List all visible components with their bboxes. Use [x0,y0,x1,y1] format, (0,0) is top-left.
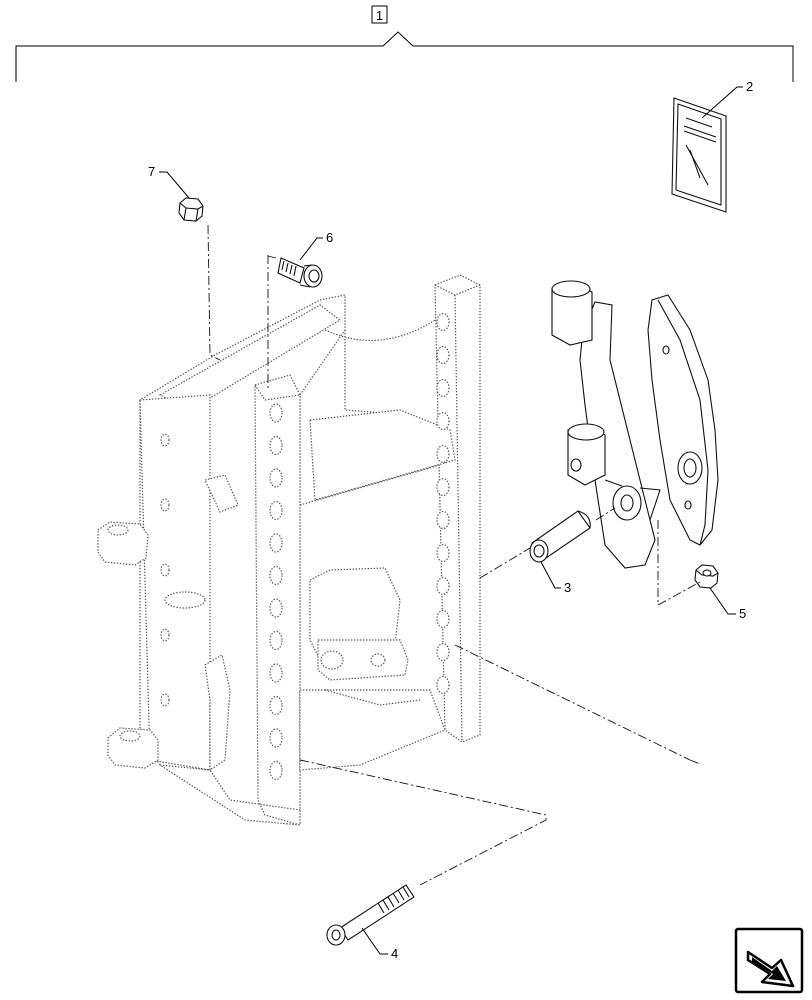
frame-hole [436,477,450,497]
manual-packet-part [671,97,727,213]
bolt-item-4 [326,884,415,946]
frame-hole [269,533,283,553]
callout-6-label: 6 [326,230,333,245]
curved-plate-part [647,294,719,546]
frame-hole [269,695,283,716]
frame-hole [436,345,450,365]
frame-hole [269,760,283,781]
frame-hole [436,543,450,563]
assembly-bracket: 1 [15,5,794,82]
sleeve-item-3 [529,510,591,563]
frame-hole [436,642,450,662]
frame-hole [436,444,450,464]
frame-hole [436,378,450,398]
frame-hole [436,411,450,431]
frame-hole [436,609,450,629]
frame-hole [436,510,450,530]
callout-3-label: 3 [564,580,571,595]
frame-hole [269,468,283,488]
callout-leaders [159,86,743,955]
frame-hole [269,403,283,423]
callout-5-label: 5 [739,606,746,621]
frame-hole [436,675,450,695]
frame-hole [160,498,170,512]
frame-hole [269,598,283,618]
frame-hole [269,630,283,651]
frame-hole [436,576,450,596]
frame-hole [160,433,170,447]
right-upright-holes [436,312,450,695]
frame-assembly-ghost [97,274,481,826]
frame-hole [269,435,283,456]
callout-7-label: 7 [148,164,155,179]
nut-item-5 [694,564,719,589]
frame-hole [269,663,283,683]
assembly-item-number: 1 [376,8,383,23]
next-page-arrow-icon[interactable] [734,927,804,994]
frame-hole [269,500,283,521]
pivot-arm-part [551,280,661,569]
frame-hole [269,728,283,748]
frame-hole [436,312,450,332]
assembly-centerlines [207,224,701,886]
callout-4-label: 4 [391,946,398,961]
bolt-item-6 [277,257,323,288]
left-frame-holes [160,433,170,707]
callout-2-label: 2 [746,79,753,94]
frame-hole [160,628,170,642]
frame-hole [160,693,170,707]
frame-hole [269,565,283,586]
nut-item-7 [178,197,204,222]
frame-hole [160,563,170,577]
left-upright-holes [269,403,283,781]
